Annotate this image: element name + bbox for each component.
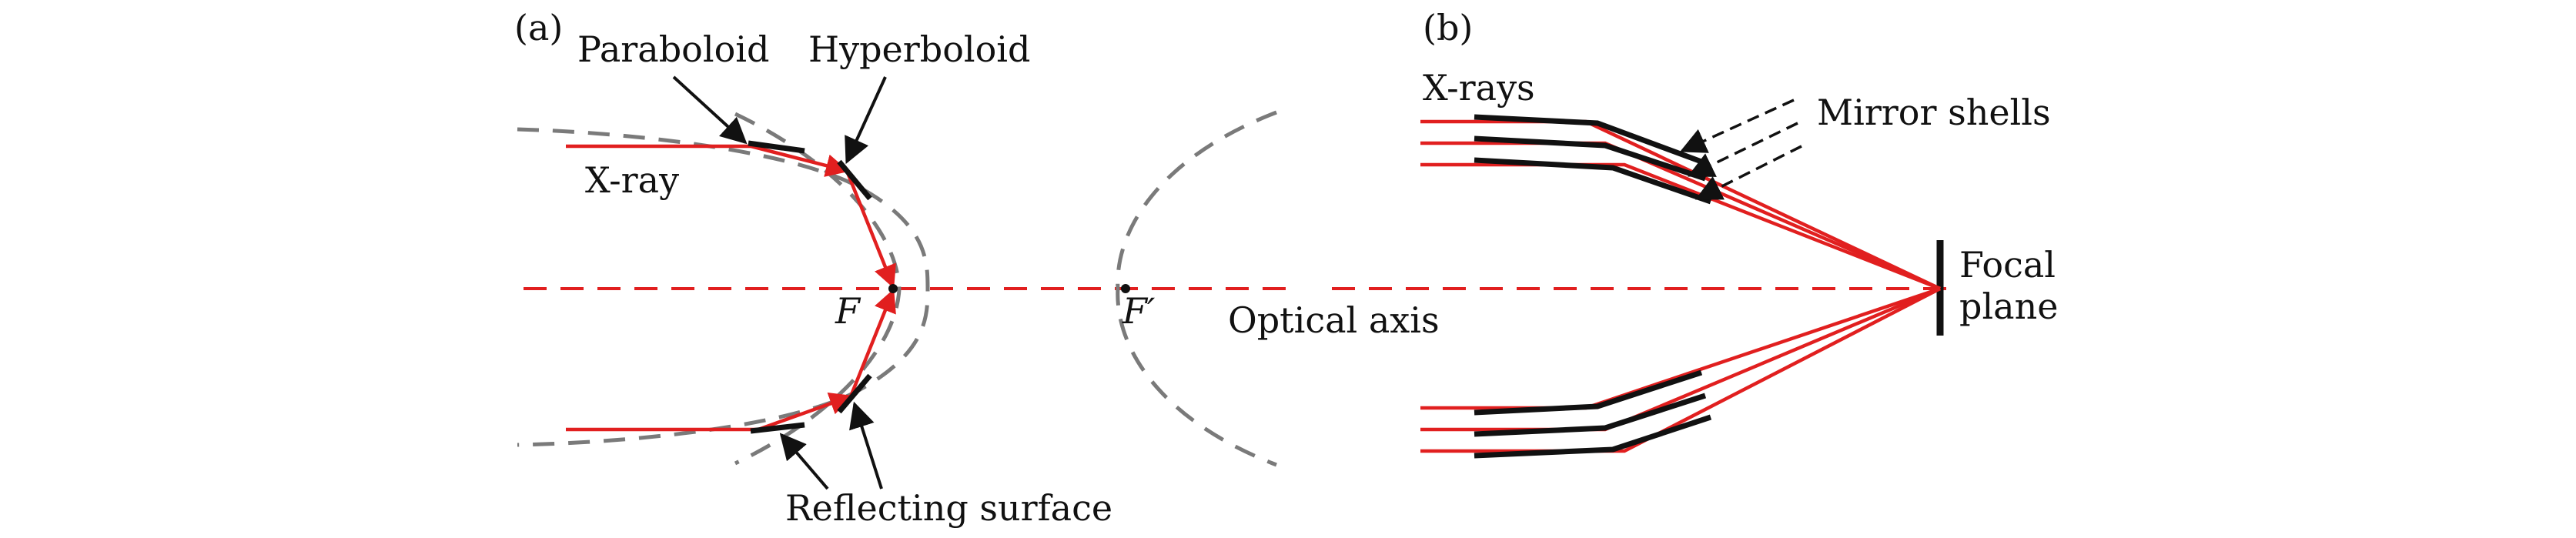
- mirror-shell-bottom-2: [1474, 393, 1707, 437]
- mirror-shells-label: Mirror shells: [1817, 92, 2051, 133]
- mirror-shell-top-1: [1474, 114, 1703, 165]
- hyperboloid-pointer-arrow: [845, 76, 887, 165]
- panel-a: (a) F F′ Paraboloid Hyperboloid X-ray Op…: [514, 7, 1440, 529]
- xray-b-top-3: [1420, 162, 1941, 291]
- panel-b-tag: (b): [1423, 7, 1473, 48]
- paraboloid-mirror-bottom: [750, 422, 805, 434]
- focal-label-line2: plane: [1959, 286, 2058, 327]
- mirror-shell-bottom-3: [1474, 414, 1712, 459]
- reflecting-surface-label: Reflecting surface: [785, 487, 1112, 529]
- focal-label-line1: Focal: [1959, 244, 2056, 286]
- focus-point-f-prime: [1121, 284, 1130, 293]
- paraboloid-curve: [517, 127, 930, 447]
- xray-bottom-reflect-1: [758, 392, 853, 432]
- mirror-shells-pointer-2: [1687, 122, 1798, 177]
- mirror-shell-top-2: [1474, 135, 1707, 182]
- paraboloid-label: Paraboloid: [577, 28, 769, 70]
- optical-axis-label: Optical axis: [1228, 299, 1440, 341]
- focus-prime-label: F′: [1122, 290, 1156, 332]
- mirror-shells-pointer-1: [1679, 99, 1795, 153]
- xray-b-bottom-3: [1420, 286, 1942, 453]
- hyperboloid-mirror-bottom: [837, 373, 872, 414]
- panel-a-tag: (a): [514, 7, 563, 48]
- paraboloid-mirror-top: [748, 140, 805, 154]
- xray-label: X-ray: [585, 159, 679, 201]
- mirror-shells-pointer-3: [1694, 145, 1802, 200]
- hyperboloid-label: Hyperboloid: [808, 28, 1030, 70]
- mirror-shell-bottom-1: [1474, 369, 1703, 416]
- hyperboloid-branch-near: [734, 112, 902, 466]
- xray-b-bottom-1: [1420, 286, 1941, 410]
- xrays-label: X-rays: [1423, 67, 1535, 109]
- focus-label: F: [835, 290, 861, 332]
- panel-b: (b) X-rays Mirror shells Focal plane: [1332, 7, 2058, 459]
- reflecting-surface-pointer-left: [779, 433, 829, 490]
- xray-top-reflect-1: [750, 144, 849, 177]
- focus-point-f: [888, 284, 898, 293]
- paraboloid-pointer-arrow: [672, 75, 748, 145]
- reflecting-surface-pointer-right: [849, 401, 883, 490]
- hyperboloid-branch-far: [1116, 110, 1277, 467]
- xray-bottom-reflect-2: [848, 289, 896, 397]
- mirror-shell-top-3: [1474, 157, 1712, 205]
- xray-top-reflect-2: [845, 170, 896, 289]
- xray-b-top-1: [1420, 119, 1941, 291]
- hyperboloid-mirror-top: [837, 159, 872, 201]
